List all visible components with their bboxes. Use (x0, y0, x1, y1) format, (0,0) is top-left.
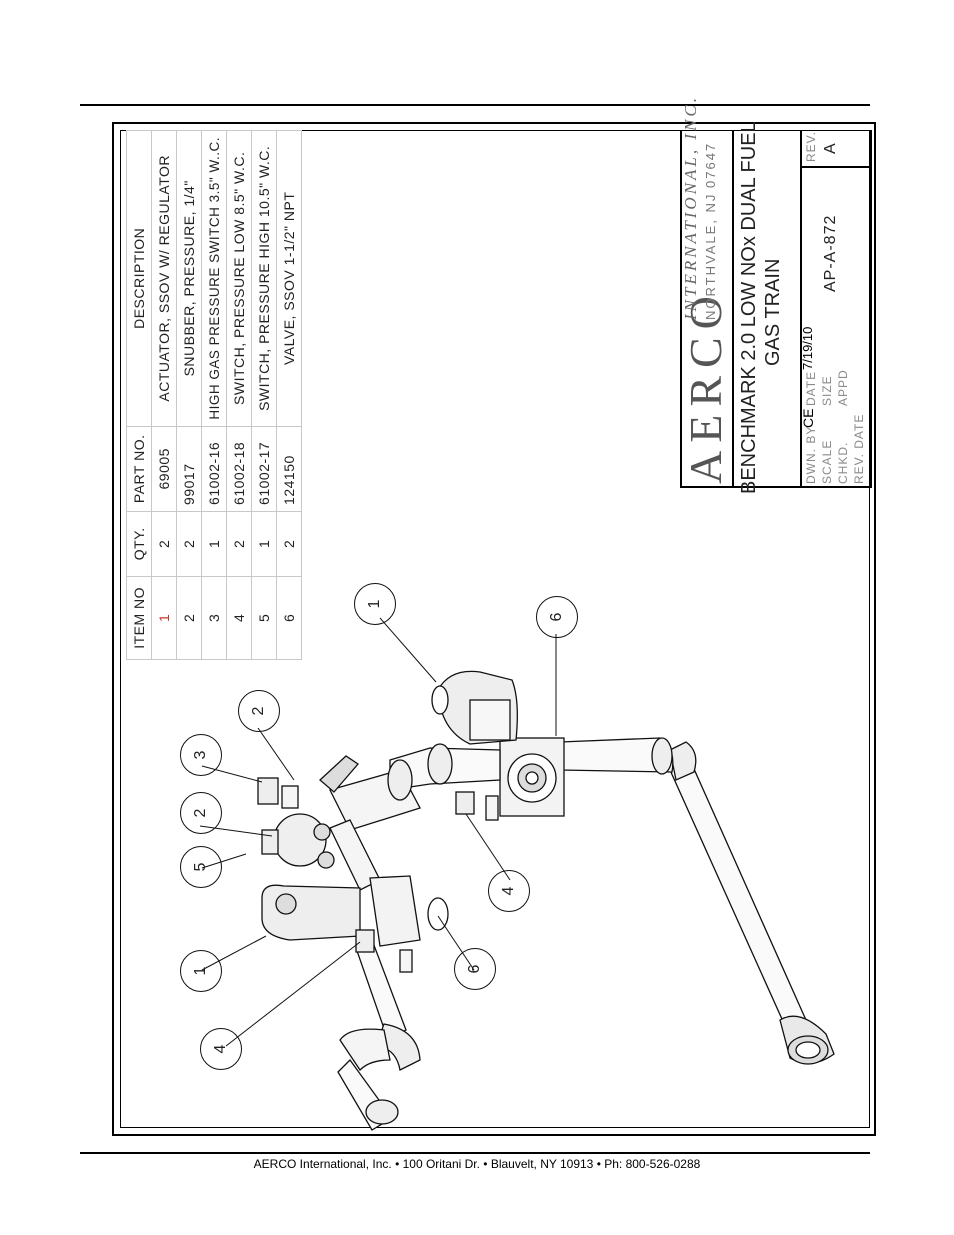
balloon-label: 4 (212, 1044, 229, 1054)
balloon-label: 4 (500, 886, 517, 896)
footer-rule (80, 1152, 870, 1154)
balloon-3-top: 3 (180, 734, 222, 776)
balloon-label: 3 (192, 750, 209, 760)
balloon-1-left: 1 (180, 950, 222, 992)
switch-right-low (455, 791, 499, 821)
balloon-5: 5 (180, 846, 222, 888)
balloon-label: 5 (192, 862, 209, 872)
valve-right (499, 737, 565, 817)
actuator-right (431, 670, 518, 745)
switch-left-low (355, 929, 413, 973)
balloon-4-left: 4 (200, 1028, 242, 1070)
drawing-inner-frame (120, 130, 870, 1128)
pipe-left-long (337, 939, 421, 1131)
balloon-4-right: 4 (488, 870, 530, 912)
balloon-6-right: 6 (536, 596, 578, 638)
balloon-2-mid: 2 (180, 792, 222, 834)
switch-cluster-top (257, 755, 359, 869)
header-rule (80, 104, 870, 106)
balloon-label: 2 (192, 808, 209, 818)
page-footer: AERCO International, Inc. • 100 Oritani … (253, 1157, 701, 1171)
balloon-label: 6 (548, 612, 565, 622)
balloon-label: 2 (250, 706, 267, 716)
actuator-left (261, 875, 449, 947)
balloon-label: 6 (466, 964, 483, 974)
balloon-6-left: 6 (454, 948, 496, 990)
balloon-2-top: 2 (238, 690, 280, 732)
balloon-label: 1 (192, 966, 209, 976)
pipe-right-horizontal (559, 737, 674, 775)
balloon-label: 1 (366, 599, 383, 609)
balloon-1-top: 1 (354, 583, 396, 625)
pipe-right-long (669, 741, 835, 1065)
drawing-outer-frame (112, 122, 876, 1136)
leader-lines (199, 617, 557, 1047)
pipe-central (329, 743, 501, 891)
